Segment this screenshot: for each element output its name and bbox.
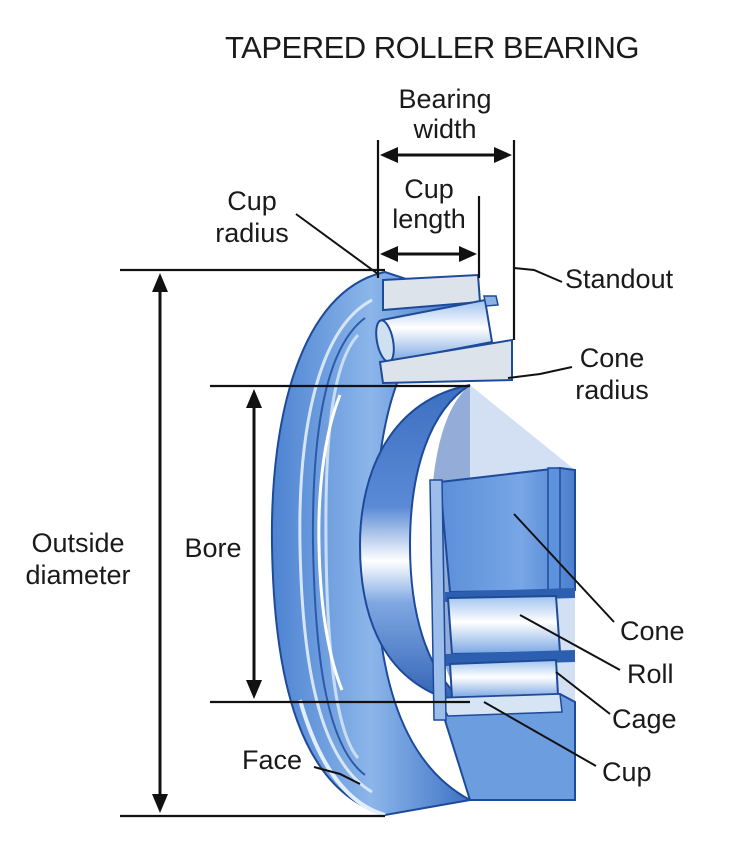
ring-highlight-inner (324, 333, 360, 759)
face-highlight (298, 699, 386, 817)
leader-cone (513, 513, 615, 623)
arrow-bw-right (494, 147, 512, 163)
label-cone-radius-2: radius (575, 375, 649, 405)
label-roll: Roll (627, 659, 674, 689)
arrow-od-top (152, 273, 168, 292)
diagram-title: TAPERED ROLLER BEARING (225, 30, 639, 65)
label-face: Face (242, 745, 302, 775)
bore-rim (317, 394, 344, 691)
cage-tab (483, 295, 499, 307)
label-cup-radius-2: radius (215, 218, 289, 248)
cut-edge (429, 479, 447, 721)
roller-two (448, 658, 560, 700)
label-cup: Cup (602, 757, 652, 787)
arrow-cl-left (380, 246, 398, 262)
cone-block (438, 466, 576, 594)
label-outside-diameter-1: Outside (31, 528, 124, 558)
leader-lines (295, 213, 621, 785)
label-bearing-width-2: width (412, 114, 476, 144)
label-bearing-width-1: Bearing (398, 84, 491, 114)
leader-cage (555, 671, 611, 715)
leader-face (313, 766, 361, 785)
arrow-cl-right (459, 246, 477, 262)
arrow-bore-top (246, 389, 262, 408)
leader-cone-radius (507, 366, 573, 379)
bearing-body (270, 270, 576, 817)
leader-cup-radius (295, 213, 379, 275)
label-standout: Standout (565, 264, 674, 294)
label-cup-radius-1: Cup (227, 186, 277, 216)
arrow-bw-left (380, 147, 398, 163)
cone-rib (547, 467, 561, 593)
label-cone: Cone (620, 616, 685, 646)
labels: Bearing width Cup length Cup radius Stan… (25, 84, 684, 787)
ring-highlight (298, 298, 373, 794)
leader-roll (519, 614, 621, 671)
roller-one (446, 594, 562, 656)
dimension-lines (120, 140, 516, 818)
leader-standout (513, 267, 563, 283)
cup-race (436, 693, 563, 717)
label-bore: Bore (184, 533, 241, 563)
label-cup-length-1: Cup (404, 174, 454, 204)
label-outside-diameter-2: diameter (25, 560, 130, 590)
leader-cup (483, 701, 597, 767)
ring-line (311, 317, 366, 776)
label-cage: Cage (612, 704, 677, 734)
cone-section-top (378, 338, 513, 385)
arrow-od-bottom (152, 794, 168, 813)
label-cup-length-2: length (392, 204, 466, 234)
label-cone-radius-1: Cone (580, 343, 645, 373)
arrow-bore-bottom (246, 680, 262, 699)
